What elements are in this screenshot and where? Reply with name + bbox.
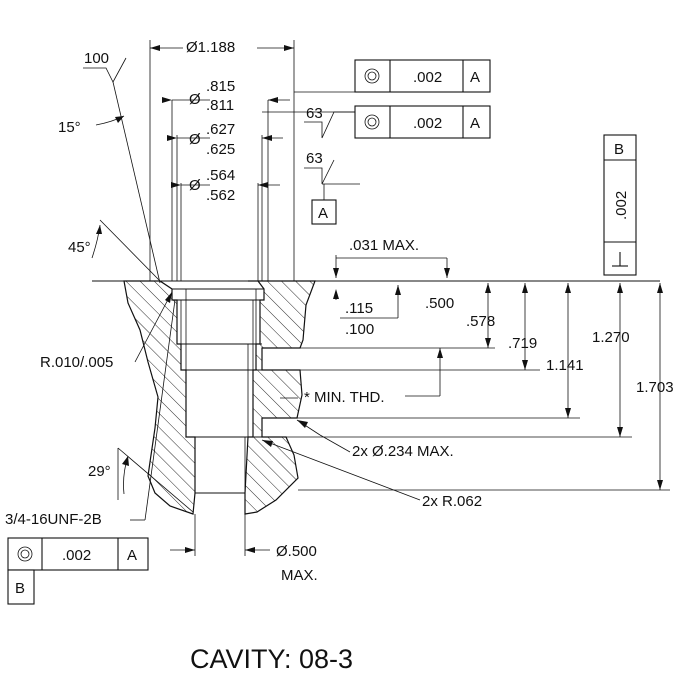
fcf2-datum: A xyxy=(470,115,480,132)
surface-finish-63a: 63 xyxy=(262,105,356,139)
fcf-perpendicular-vertical: B .002 xyxy=(603,134,637,276)
dim-719: .719 xyxy=(300,283,540,371)
fcf1-datum: A xyxy=(470,69,480,86)
dim-564: .564 xyxy=(206,167,235,184)
min-thread-label: * MIN. THD. xyxy=(304,389,385,406)
dim-815: .815 xyxy=(206,78,235,95)
extension-lines-top xyxy=(149,40,295,281)
datum-a-label: A xyxy=(318,205,328,222)
fcf-concentricity-2: .002 A xyxy=(354,105,491,139)
section-hatch-right xyxy=(244,280,316,515)
leader-r062: 2x R.062 xyxy=(261,439,482,510)
fcf-bottom-tolerance: .002 xyxy=(62,547,91,564)
dim-031-max: .031 MAX. xyxy=(333,237,450,300)
dim-1270: 1.270 xyxy=(262,283,632,438)
datum-b-label: B xyxy=(15,580,25,597)
angle-45-label: 45° xyxy=(68,239,91,256)
angle-29: 29° xyxy=(88,447,194,513)
dim-1270-label: 1.270 xyxy=(592,329,630,346)
dim-1141-label: 1.141 xyxy=(546,357,584,374)
dim-bottom-500-label: Ø.500 xyxy=(276,543,317,560)
fcf-concentricity-1: .002 A xyxy=(354,59,491,93)
dim-1141: 1.141 xyxy=(297,283,584,419)
dim-1703: 1.703 xyxy=(298,283,674,491)
fcf-v-datum: B xyxy=(614,141,624,158)
dim-811: .811 xyxy=(206,97,234,114)
datum-a-box: A xyxy=(311,184,337,225)
hole-234-label: 2x Ø.234 MAX. xyxy=(352,443,454,460)
dim-bottom-max-label: MAX. xyxy=(281,567,318,584)
surface-finish-63b: 63 xyxy=(304,150,360,185)
fcf2-tolerance: .002 xyxy=(413,115,442,132)
thread-callout: 3/4-16UNF-2B xyxy=(5,511,102,528)
dim-719-label: .719 xyxy=(508,335,537,352)
radius-010-label: R.010/.005 xyxy=(40,354,113,371)
fcf-bottom-datum: A xyxy=(127,547,137,564)
finish-63a-label: 63 xyxy=(306,105,323,122)
surface-finish-100: 100 xyxy=(83,50,161,284)
dim-578-label: .578 xyxy=(466,313,495,330)
dim-bottom-500: Ø.500 MAX. xyxy=(170,514,318,584)
dim-031-label: .031 MAX. xyxy=(349,237,419,254)
finish-63b-label: 63 xyxy=(306,150,323,167)
angle-15-label: 15° xyxy=(58,119,81,136)
fcf-v-tolerance: .002 xyxy=(613,191,630,220)
dia-symbol-c: Ø xyxy=(189,177,201,194)
dia-symbol-b: Ø xyxy=(189,131,201,148)
dim-627: .627 xyxy=(206,121,235,138)
dim-562: .562 xyxy=(206,187,235,204)
cavity-title: CAVITY: 08-3 xyxy=(190,644,353,674)
dim-100: .100 xyxy=(345,321,374,338)
dim-1188-label: Ø1.188 xyxy=(186,39,235,56)
finish-100-label: 100 xyxy=(84,50,109,67)
leader-234: 2x Ø.234 MAX. xyxy=(296,419,454,460)
dia-symbol-a: Ø xyxy=(189,91,201,108)
fcf1-tolerance: .002 xyxy=(413,69,442,86)
dim-578: .578 xyxy=(300,283,495,349)
dim-1703-label: 1.703 xyxy=(636,379,674,396)
dim-500: .500 xyxy=(425,295,454,312)
fcf-bottom: .002 A B xyxy=(7,537,149,605)
dim-115-100: .115 .100 xyxy=(340,285,401,338)
radius-062-label: 2x R.062 xyxy=(422,493,482,510)
dim-625: .625 xyxy=(206,141,235,158)
dim-115: .115 xyxy=(345,300,373,317)
angle-29-label: 29° xyxy=(88,463,111,480)
